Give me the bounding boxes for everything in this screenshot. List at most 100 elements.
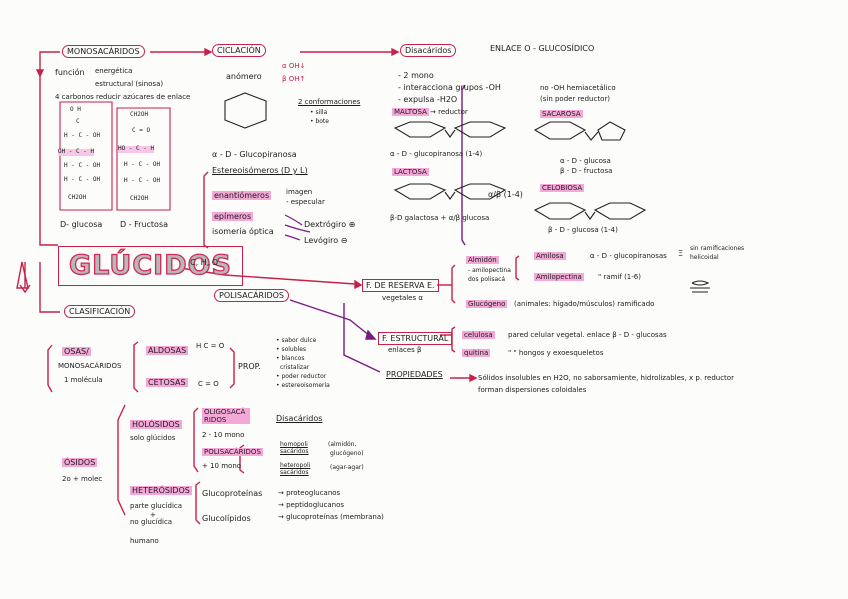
lactosa-desc: β-D galactosa + α/β glucosa	[390, 214, 490, 222]
aldosas-label: ALDOSAS	[146, 346, 189, 356]
estereoisomeros-label: Estereoisómeros (D y L)	[212, 166, 308, 175]
glucopiranosa-label: α - D - Glucopiranosa	[212, 150, 297, 159]
amilosa-desc-2: sin ramificaciones	[690, 245, 745, 252]
reserva-sub: vegetales α	[382, 294, 423, 302]
amilosa-desc: α - D - glucopiranosas	[590, 252, 667, 260]
lactosa-bond: α/β (1-4)	[488, 190, 523, 199]
epimeros-label: epímeros	[212, 212, 254, 222]
prop-item: • estereoisomería	[276, 382, 330, 389]
fructosa-row: CH2OH	[130, 111, 149, 118]
humano-text: humano	[130, 537, 159, 545]
levogiro-label: Levógiro ⊖	[304, 236, 348, 245]
celobiosa-ring-1	[533, 202, 587, 220]
prop-item: cristalizar	[280, 364, 310, 371]
fructosa-row: CH2OH	[130, 195, 149, 202]
aldo-group: H C = O	[196, 342, 225, 350]
amilosa-desc-3: helicoidal	[690, 254, 719, 261]
glucosa-row: CH2OH	[68, 194, 87, 201]
heteropoli-label: heteropoli sacáridos	[280, 462, 311, 476]
glucosa-row: C	[76, 118, 80, 125]
osidos-sub: 2o + molec	[62, 475, 103, 483]
prop-item: • blancos	[276, 355, 305, 362]
disac-item-2: - interacciona grupos -OH	[398, 83, 501, 92]
fructosa-label: D - Fructosa	[120, 220, 169, 229]
formula-text: C, H, O	[190, 258, 219, 267]
homo-ex-1: (almidón,	[328, 441, 357, 448]
fructosa-row: HO - C - H	[118, 145, 155, 153]
sacarosa-ring-1	[533, 121, 587, 140]
celobiosa-ring-2	[593, 202, 647, 220]
prop-item: • sabor dulce	[276, 337, 317, 344]
prop-item: • poder reductor	[276, 373, 327, 380]
funcion-label: función	[55, 68, 85, 77]
lactosa-ring-1	[393, 183, 447, 200]
glucopiranosa-ring	[224, 92, 267, 129]
cetosas-label: CETOSAS	[146, 378, 188, 388]
maltosa-ring-2	[453, 121, 507, 138]
disacaridos-label: Disacáridos	[400, 44, 457, 57]
polisacaridos-label: POLISACÁRIDOS	[214, 289, 290, 302]
quitina-label: quitina	[462, 349, 491, 358]
ceto-group: C = O	[198, 380, 219, 388]
prop-label: PROP.	[238, 362, 261, 371]
almidon-sub-2: dos polisacá	[468, 276, 506, 283]
enantiomeros-label: enantiómeros	[212, 191, 272, 201]
celulosa-label: celulosa	[462, 331, 495, 340]
hetero-ex: (agar-agar)	[330, 464, 364, 471]
proteoglucanos-text: → proteoglucanos	[278, 489, 341, 497]
glucosa-row: H - C - OH	[64, 176, 101, 183]
amilopectina-desc: " ramif (1-6)	[598, 273, 641, 281]
silla-item: • silla	[310, 109, 328, 116]
lactosa-label: LACTOSA	[392, 168, 429, 177]
carbonos-text: 4 carbonos reducir azúcares de enlace	[55, 93, 191, 101]
sin-poder-text: (sin poder reductor)	[540, 95, 610, 103]
equiv-icon: Ξ	[678, 249, 684, 258]
glucogeno-label: Glucógeno	[466, 300, 508, 309]
almidon-sub-1: - amilopectina	[468, 267, 511, 274]
almidon-label: Almidón	[466, 256, 499, 265]
especular-text: - especular	[286, 198, 325, 206]
celulosa-desc: pared celular vegetal. enlace β - D - gl…	[508, 331, 667, 339]
bracket-mono-glucidos	[39, 51, 60, 246]
prop-item: • solubles	[276, 346, 307, 353]
imagen-text: imagen	[286, 188, 313, 196]
ciclacion-label: CICLACIÓN	[212, 44, 266, 57]
anomero-label: anómero	[226, 72, 262, 81]
alpha-oh: α OH↓	[282, 62, 306, 70]
fructosa-row: H - C - OH	[124, 177, 161, 184]
no-oh-text: no -OH hemiacetálico	[540, 84, 616, 92]
holosidos-label: HOLÓSIDOS	[130, 420, 182, 430]
celobiosa-desc: β - D - glucosa (1-4)	[548, 226, 618, 234]
arrow-glucidos-reserva	[179, 267, 356, 285]
enlace-label: ENLACE O - GLUCOSÍDICO	[490, 44, 595, 53]
sacarosa-ring-2	[597, 121, 626, 141]
homo-ex-2: glucógeno)	[330, 450, 364, 457]
fructosa-row: C = O	[132, 127, 151, 134]
sacarosa-label: SACAROSA	[540, 110, 583, 119]
reductor-text: → reductor	[430, 108, 468, 116]
disac-item-3: - expulsa -H2O	[398, 95, 458, 104]
glucidos-title-box: GLÚCIDOS	[58, 246, 243, 286]
monosacaridos-class: MONOSACÁRIDOS	[58, 362, 122, 370]
poli-sub: + 10 mono	[202, 462, 242, 470]
page-title: GLÚCIDOS	[68, 249, 232, 281]
clasificacion-label: CLASIFICACIÓN	[64, 305, 136, 318]
celobiosa-label: CELOBIOSA	[540, 184, 585, 193]
propiedades-desc-2: forman dispersiones coloidales	[478, 386, 587, 394]
glucosa-row: OH - C - H	[58, 148, 95, 156]
hetero-sub-2: no glucídica	[130, 518, 173, 526]
glucoproteinas-label: Glucoproteínas	[202, 489, 263, 498]
conformaciones-label: 2 conformaciones	[298, 98, 361, 106]
sacarosa-desc-2: β - D - fructosa	[560, 167, 613, 175]
disacaridos-class: Disacáridos	[276, 414, 323, 423]
plus-icon: +	[150, 511, 156, 519]
maltosa-label: MALTOSA	[392, 108, 429, 117]
disac-item-1: - 2 mono	[398, 71, 434, 80]
estructural-sub: enlaces β	[388, 346, 422, 354]
oligo-sub: 2 - 10 mono	[202, 431, 245, 439]
glucogeno-desc: (animales: hígado/músculos) ramificado	[514, 300, 655, 308]
propiedades-label: PROPIEDADES	[386, 370, 443, 379]
glucolipidos-label: Glucolípidos	[202, 514, 251, 523]
glucosa-row: H - C - OH	[64, 162, 101, 169]
